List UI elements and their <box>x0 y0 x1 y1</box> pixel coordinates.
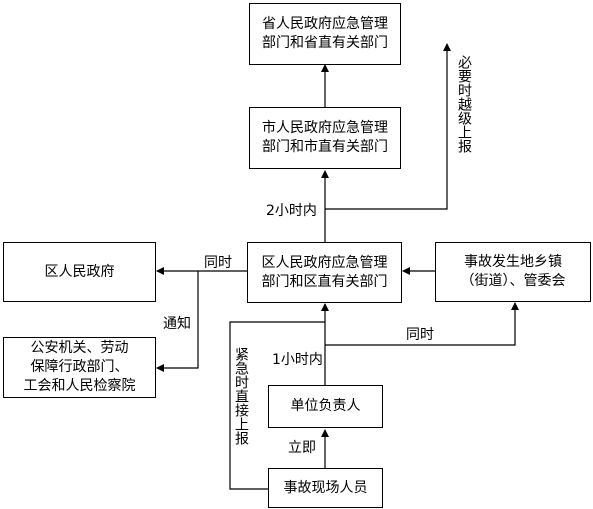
node-agencies-line1: 公安机关、劳动 <box>30 340 129 356</box>
label-emergency-direct: 紧急时直接上报 <box>233 347 249 445</box>
node-district-emergency: 区人民政府应急管理部门和区直有关部门 <box>247 242 402 303</box>
label-simultaneous-right: 同时 <box>406 327 434 343</box>
label-notify: 通知 <box>163 316 191 332</box>
node-district-gov-line1: 区人民政府 <box>44 263 115 280</box>
node-town: 事故发生地乡镇 （街道）、管委会 <box>435 242 591 302</box>
label-bypass-report: 必要时越级上报 <box>456 55 472 153</box>
node-agencies: 公安机关、劳动保障行政部门、工会和人民检察院 <box>3 337 156 398</box>
node-province-line2: 部门和省直有关部门 <box>262 35 388 51</box>
node-unit-head-line1: 单位负责人 <box>290 398 361 414</box>
node-district-emergency-line2: 部门和区直有关部门 <box>261 273 388 290</box>
arrow-notify-agencies <box>156 271 199 372</box>
node-city-line2: 部门和市直有关部门 <box>262 139 388 155</box>
node-province: 省人民政府应急管理部门和省直有关部门 <box>249 3 401 65</box>
node-onsite-staff-line1: 事故现场人员 <box>283 479 368 496</box>
node-onsite-staff: 事故现场人员 <box>268 468 383 508</box>
label-simultaneous-left: 同时 <box>204 255 232 271</box>
node-town-line2: （街道）、管委会 <box>460 273 566 289</box>
node-district-gov: 区人民政府 <box>3 242 156 302</box>
node-town-line1: 事故发生地乡镇 <box>464 254 562 270</box>
node-agencies-line3: 工会和人民检察院 <box>23 378 136 394</box>
label-immediately: 立即 <box>288 440 316 456</box>
arrow-to-town <box>325 302 519 346</box>
arrow-emergency-direct <box>229 321 325 490</box>
node-province-line1: 省人民政府应急管理 <box>262 16 388 32</box>
label-one-hour: 1小时内 <box>272 352 323 368</box>
label-two-hours: 2小时内 <box>266 203 317 219</box>
node-district-emergency-line1: 区人民政府应急管理 <box>261 254 388 271</box>
node-city-line1: 市人民政府应急管理 <box>262 120 388 136</box>
arrow-bypass-report <box>325 43 451 210</box>
node-unit-head: 单位负责人 <box>268 385 383 428</box>
node-agencies-line2: 保障行政部门、 <box>30 359 129 375</box>
node-city: 市人民政府应急管理部门和市直有关部门 <box>249 107 401 169</box>
